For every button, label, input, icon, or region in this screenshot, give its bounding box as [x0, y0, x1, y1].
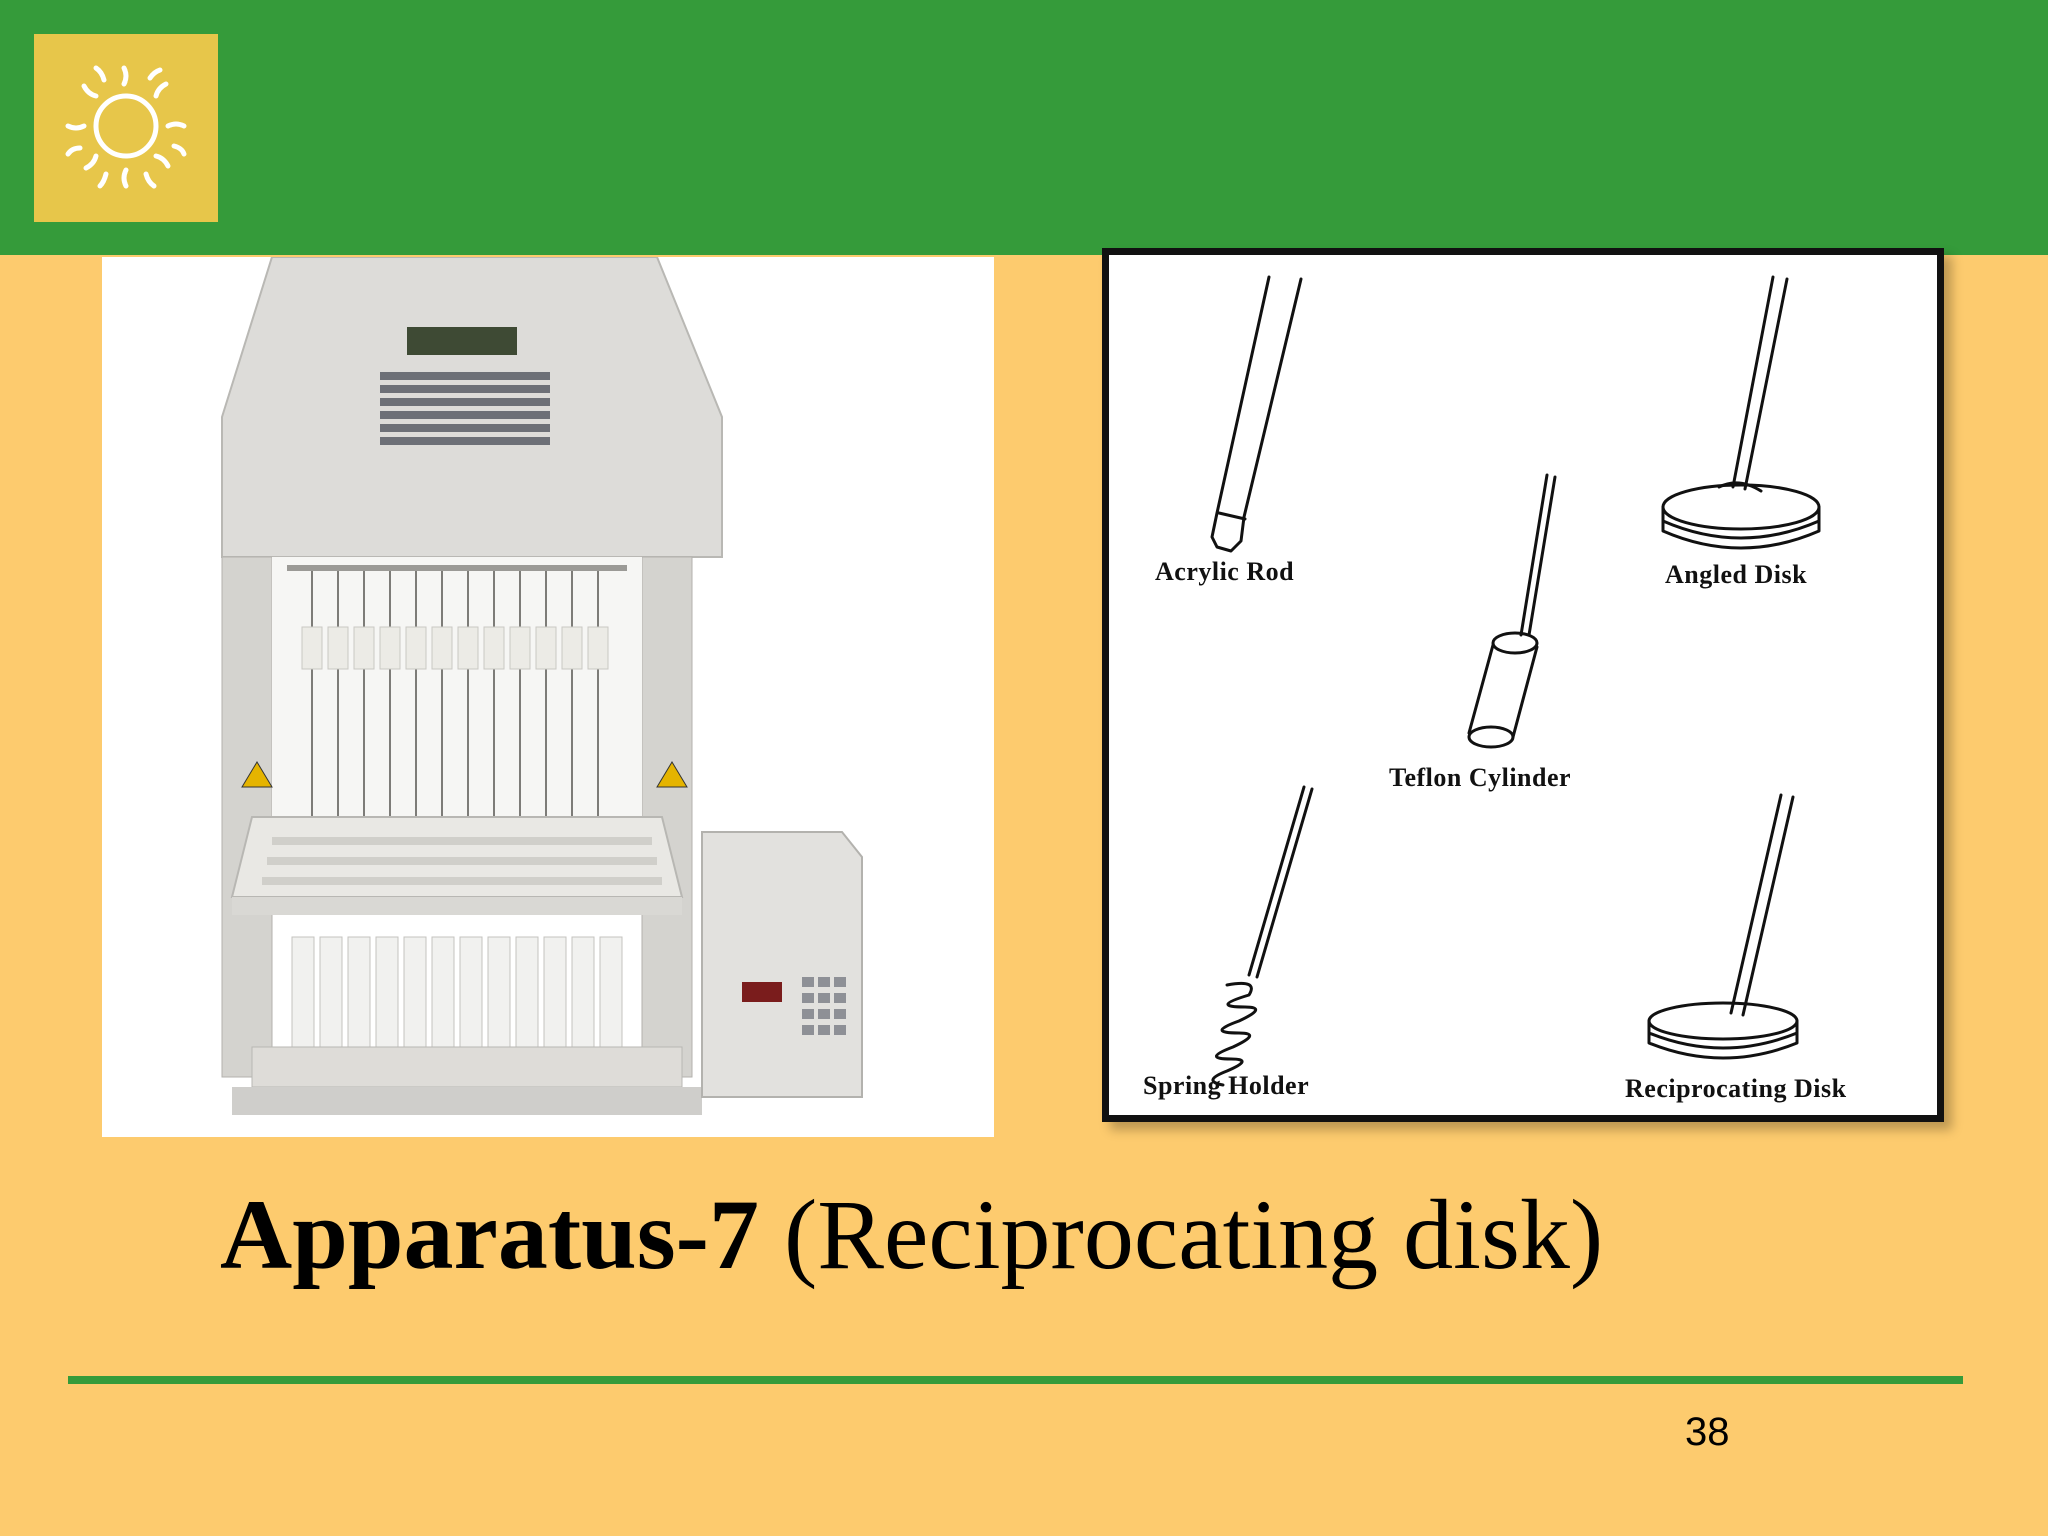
spring-holder-drawing [1211, 785, 1314, 1087]
page-number: 38 [1685, 1410, 1730, 1454]
slide-title-rest: (Reciprocating disk) [758, 1179, 1604, 1290]
holder-tools-drawing [1210, 275, 1821, 1087]
angled-disk-drawing [1661, 275, 1821, 550]
reciprocating-disk-drawing [1647, 793, 1799, 1060]
header-band [0, 0, 2048, 255]
acrylic-rod-label: Acrylic Rod [1155, 557, 1295, 586]
sun-icon [65, 65, 187, 189]
acrylic-rod-drawing [1210, 275, 1303, 553]
teflon-cylinder-drawing [1467, 473, 1557, 749]
teflon-cylinder-label: Teflon Cylinder [1389, 763, 1572, 792]
spring-holder-label: Spring Holder [1143, 1071, 1310, 1100]
apparatus-illustration [221, 257, 863, 1115]
slide-title-bold: Apparatus-7 [220, 1179, 759, 1290]
sun-logo [34, 34, 218, 222]
angled-disk-label: Angled Disk [1665, 560, 1808, 589]
slide-title: Apparatus-7 (Reciprocating disk) [220, 1180, 1920, 1290]
footer-rule [68, 1376, 1963, 1384]
reciprocating-disk-label: Reciprocating Disk [1625, 1074, 1847, 1103]
holder-tools-figure: Acrylic Rod Angled Disk Teflon Cylinder … [1102, 248, 1944, 1122]
apparatus-photo [102, 257, 994, 1137]
